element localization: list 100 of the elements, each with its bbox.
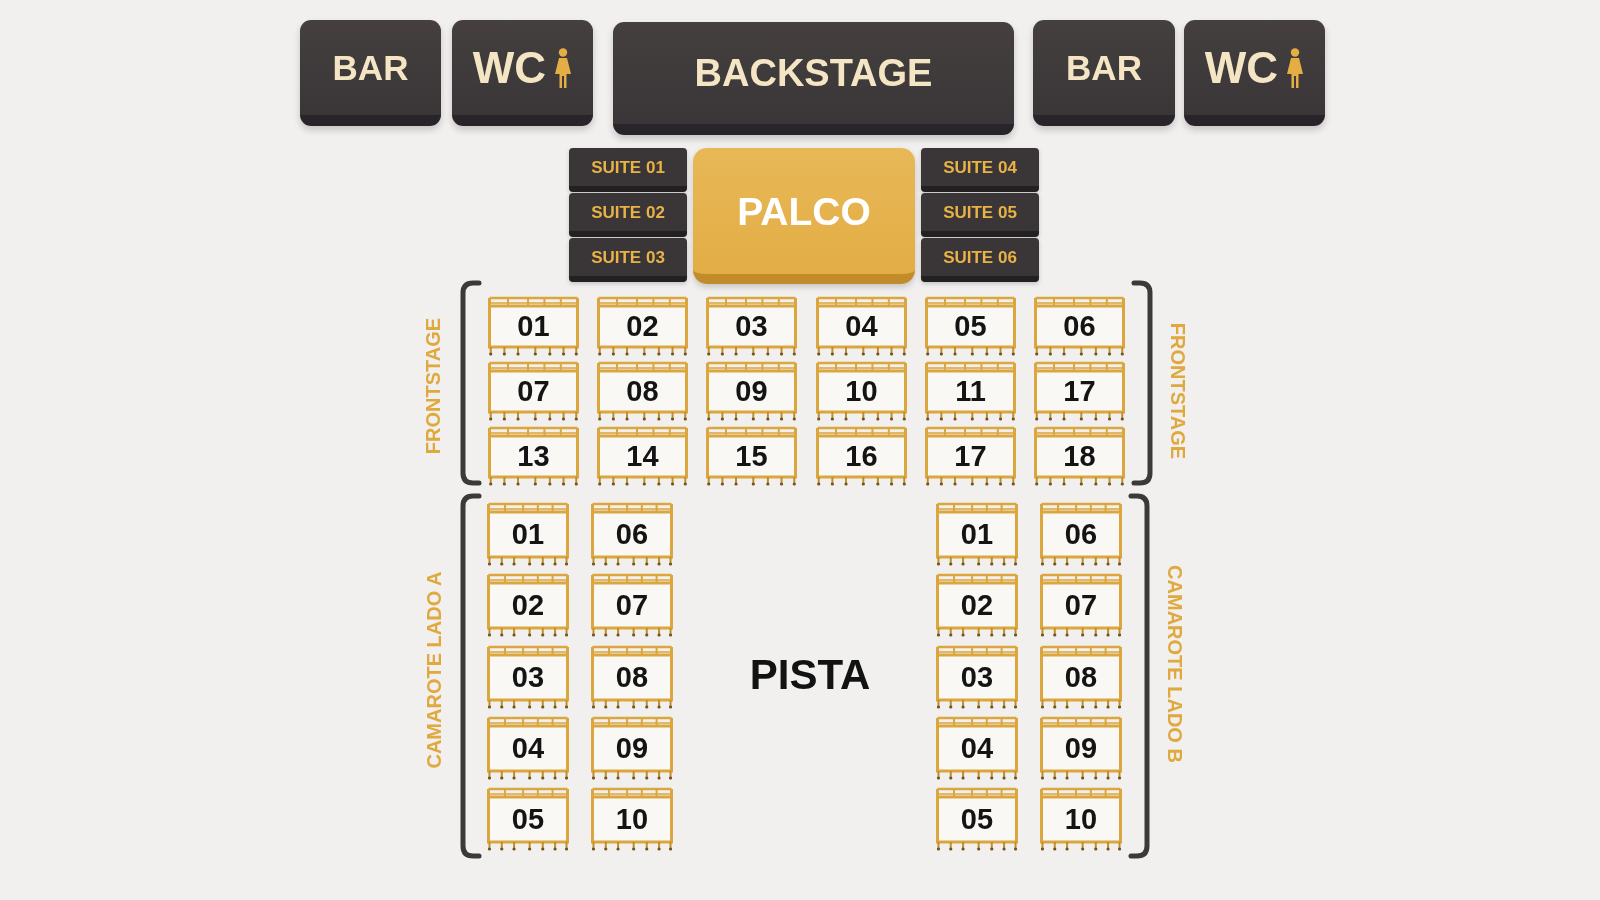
booth-barrier [591, 787, 673, 851]
booth-barrier [488, 296, 579, 356]
suite-block [569, 238, 687, 282]
booth-barrier [816, 426, 907, 486]
booth-barrier [1040, 573, 1122, 637]
block-label: BACKSTAGE [694, 54, 933, 92]
booth-number: 17 [1063, 377, 1096, 406]
block-label: BAR [1066, 50, 1142, 85]
booth-number: 02 [626, 312, 659, 341]
booth-number: 09 [735, 377, 768, 406]
block-label: BAR [332, 50, 409, 85]
section-label: FRONTSTAGE [1168, 322, 1188, 460]
booth-number: 09 [615, 734, 649, 763]
stage-block [693, 148, 915, 284]
venue-block [1033, 20, 1175, 126]
booth-barrier [706, 361, 797, 421]
suite-block [921, 148, 1039, 192]
booth-number: 01 [511, 520, 545, 549]
block-label: WC [1204, 45, 1279, 90]
suite-label: SUITE 04 [943, 158, 1017, 176]
booth-number: 04 [960, 734, 994, 763]
suite-label: SUITE 02 [591, 203, 665, 221]
booth-barrier [591, 502, 673, 566]
booth-number: 01 [960, 520, 994, 549]
booth-barrier [487, 645, 569, 709]
booth-number: 03 [511, 663, 545, 692]
booth-barrier [591, 716, 673, 780]
booth-number: 04 [845, 312, 878, 341]
booth-barrier [1040, 787, 1122, 851]
booth-number: 17 [954, 442, 987, 471]
booth-number: 10 [615, 805, 649, 834]
booth-barrier [597, 426, 688, 486]
booth-barrier [487, 787, 569, 851]
booth-number: 15 [735, 442, 768, 471]
booth-number: 11 [955, 377, 986, 406]
booth-number: 07 [615, 591, 649, 620]
booth-number: 18 [1063, 442, 1096, 471]
venue-block [613, 22, 1014, 135]
booth-number: 07 [1064, 591, 1098, 620]
suite-label: SUITE 01 [591, 158, 665, 176]
booth-barrier [488, 361, 579, 421]
section-label: CAMAROTE LADO B [1165, 565, 1185, 763]
booth-barrier [1034, 426, 1125, 486]
booth-barrier [816, 361, 907, 421]
booth-barrier [706, 426, 797, 486]
booth-number: 06 [1064, 520, 1098, 549]
suite-block [921, 238, 1039, 282]
suite-label: SUITE 05 [943, 203, 1017, 221]
booth-barrier [1034, 296, 1125, 356]
suite-label: SUITE 06 [943, 248, 1017, 266]
area-label: PISTA [749, 654, 871, 696]
booth-number: 08 [626, 377, 659, 406]
booth-barrier [487, 573, 569, 637]
booth-number: 08 [615, 663, 649, 692]
booth-barrier [936, 716, 1018, 780]
section-label: FRONTSTAGE [423, 317, 443, 455]
booth-barrier [936, 573, 1018, 637]
booth-number: 05 [960, 805, 994, 834]
booth-barrier [706, 296, 797, 356]
booth-barrier [1040, 645, 1122, 709]
venue-block [300, 20, 441, 126]
booth-number: 02 [960, 591, 994, 620]
booth-barrier [816, 296, 907, 356]
booth-barrier [936, 502, 1018, 566]
booth-barrier [1034, 361, 1125, 421]
booth-number: 03 [960, 663, 994, 692]
booth-number: 06 [615, 520, 649, 549]
suite-block [569, 148, 687, 192]
booth-number: 08 [1064, 663, 1098, 692]
stage-label: PALCO [737, 191, 871, 231]
booth-barrier [925, 361, 1016, 421]
booth-barrier [936, 787, 1018, 851]
booth-barrier [597, 361, 688, 421]
booth-barrier [925, 296, 1016, 356]
booth-number: 03 [735, 312, 768, 341]
booth-number: 06 [1063, 312, 1096, 341]
booth-number: 05 [511, 805, 545, 834]
suite-block [569, 193, 687, 237]
section-label: CAMAROTE LADO A [424, 571, 444, 769]
booth-number: 14 [626, 442, 659, 471]
booth-number: 10 [1064, 805, 1098, 834]
venue-block [1184, 20, 1325, 126]
booth-number: 02 [511, 591, 545, 620]
booth-number: 07 [517, 377, 550, 406]
suite-block [921, 193, 1039, 237]
booth-barrier [1040, 502, 1122, 566]
booth-barrier [597, 296, 688, 356]
booth-barrier [488, 426, 579, 486]
booth-number: 16 [845, 442, 878, 471]
booth-barrier [591, 573, 673, 637]
booth-barrier [487, 502, 569, 566]
booth-number: 05 [954, 312, 987, 341]
booth-barrier [936, 645, 1018, 709]
booth-barrier [1040, 716, 1122, 780]
booth-number: 10 [845, 377, 878, 406]
block-label: WC [472, 45, 547, 90]
booth-barrier [925, 426, 1016, 486]
booth-barrier [591, 645, 673, 709]
booth-number: 09 [1064, 734, 1098, 763]
booth-barrier [487, 716, 569, 780]
